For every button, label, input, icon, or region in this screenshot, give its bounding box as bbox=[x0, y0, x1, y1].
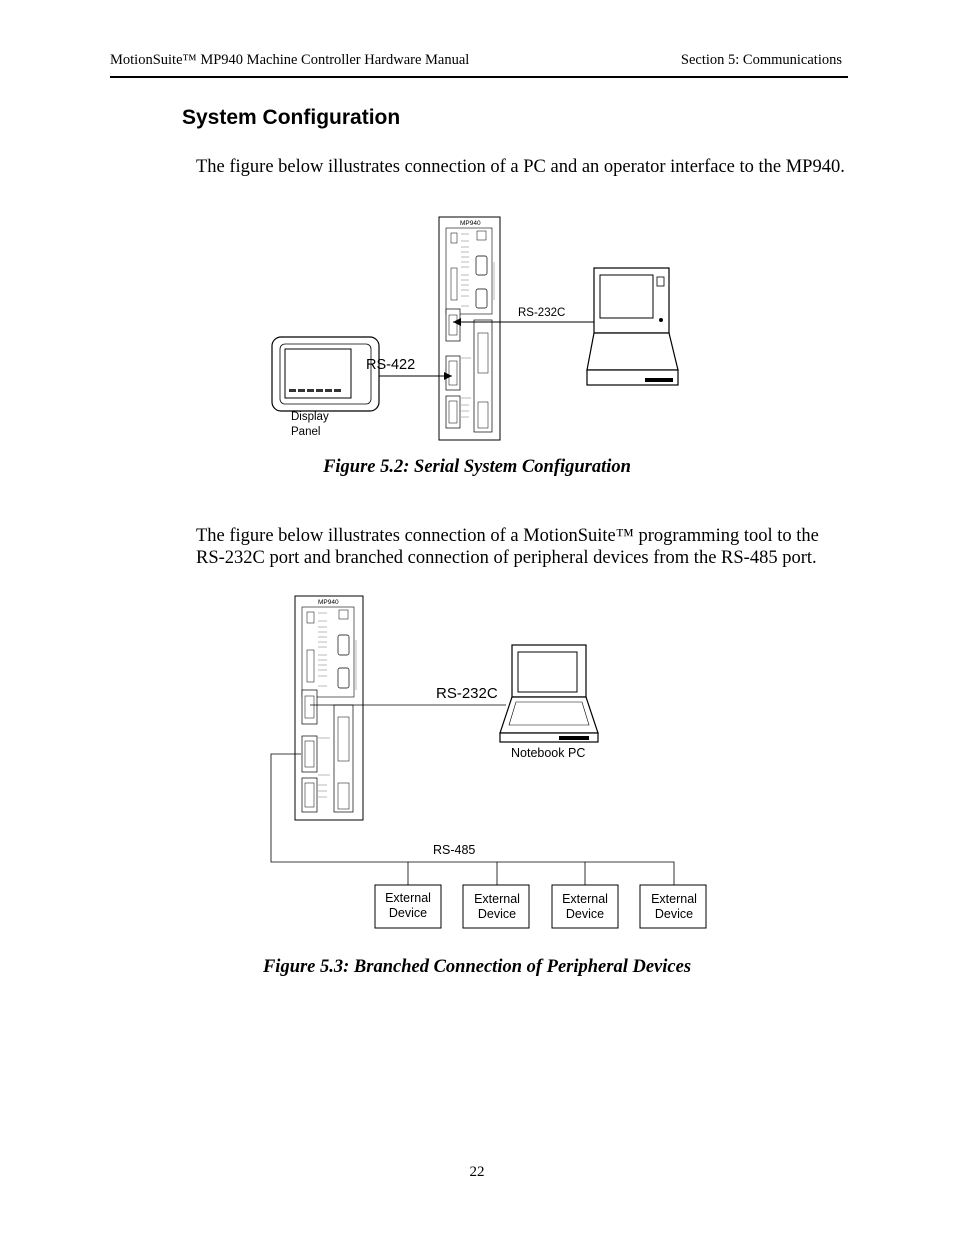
display-panel bbox=[271, 336, 380, 412]
rs485-branch-1 bbox=[408, 861, 498, 885]
device-label-line1: External bbox=[651, 892, 697, 906]
notebook-label: Notebook PC bbox=[511, 746, 585, 760]
mp940-controller: MP940 bbox=[438, 216, 501, 441]
page-number: 22 bbox=[469, 1164, 485, 1180]
display-label-line1: Display bbox=[291, 411, 329, 423]
rs485-label: RS-485 bbox=[433, 843, 475, 857]
rs485-trunk-cable bbox=[270, 753, 409, 885]
external-device: External Device bbox=[639, 884, 707, 929]
section-title: Section 5: Communications bbox=[680, 52, 842, 68]
rs422-arrowhead bbox=[444, 372, 452, 380]
device-label-line2: Device bbox=[655, 907, 693, 921]
intro-paragraph-1: The figure below illustrates connection … bbox=[196, 157, 845, 177]
rs485-branch-2 bbox=[497, 861, 586, 885]
manual-title: MotionSuite™ MP940 Machine Controller Ha… bbox=[110, 52, 470, 68]
external-device: External Device bbox=[462, 884, 530, 929]
rs485-branch-3 bbox=[585, 861, 675, 885]
figure-branched-connection: MP940 RS-232C bbox=[270, 595, 707, 929]
device-label-line2: Device bbox=[566, 907, 604, 921]
rs422-label: RS-422 bbox=[366, 357, 415, 373]
figure-5-2-caption: Figure 5.2: Serial System Configuration bbox=[323, 457, 631, 477]
notebook-pc bbox=[499, 644, 599, 743]
section-heading: System Configuration bbox=[182, 106, 401, 129]
device-label-line1: External bbox=[562, 892, 608, 906]
device-label-line2: Device bbox=[478, 907, 516, 921]
page-header: MotionSuite™ MP940 Machine Controller Ha… bbox=[110, 52, 848, 78]
device-label-line1: External bbox=[474, 892, 520, 906]
mp940-controller-2: MP940 bbox=[294, 595, 364, 821]
rs232c-arrowhead bbox=[453, 318, 461, 326]
figure-5-3-caption: Figure 5.3: Branched Connection of Perip… bbox=[262, 957, 692, 977]
figure-serial-configuration: MP940 bbox=[271, 216, 679, 441]
display-label-line2: Panel bbox=[291, 426, 320, 438]
controller-label: MP940 bbox=[460, 220, 481, 227]
controller-label-2: MP940 bbox=[318, 599, 339, 606]
rs232c-label: RS-232C bbox=[518, 307, 565, 319]
personal-computer bbox=[586, 267, 679, 386]
intro-paragraph-2: The figure below illustrates connection … bbox=[196, 526, 819, 568]
external-device: External Device bbox=[551, 884, 619, 929]
device-label-line1: External bbox=[385, 891, 431, 905]
external-device: External Device bbox=[374, 884, 442, 929]
rs232c-label-2: RS-232C bbox=[436, 685, 498, 702]
device-label-line2: Device bbox=[389, 906, 427, 920]
